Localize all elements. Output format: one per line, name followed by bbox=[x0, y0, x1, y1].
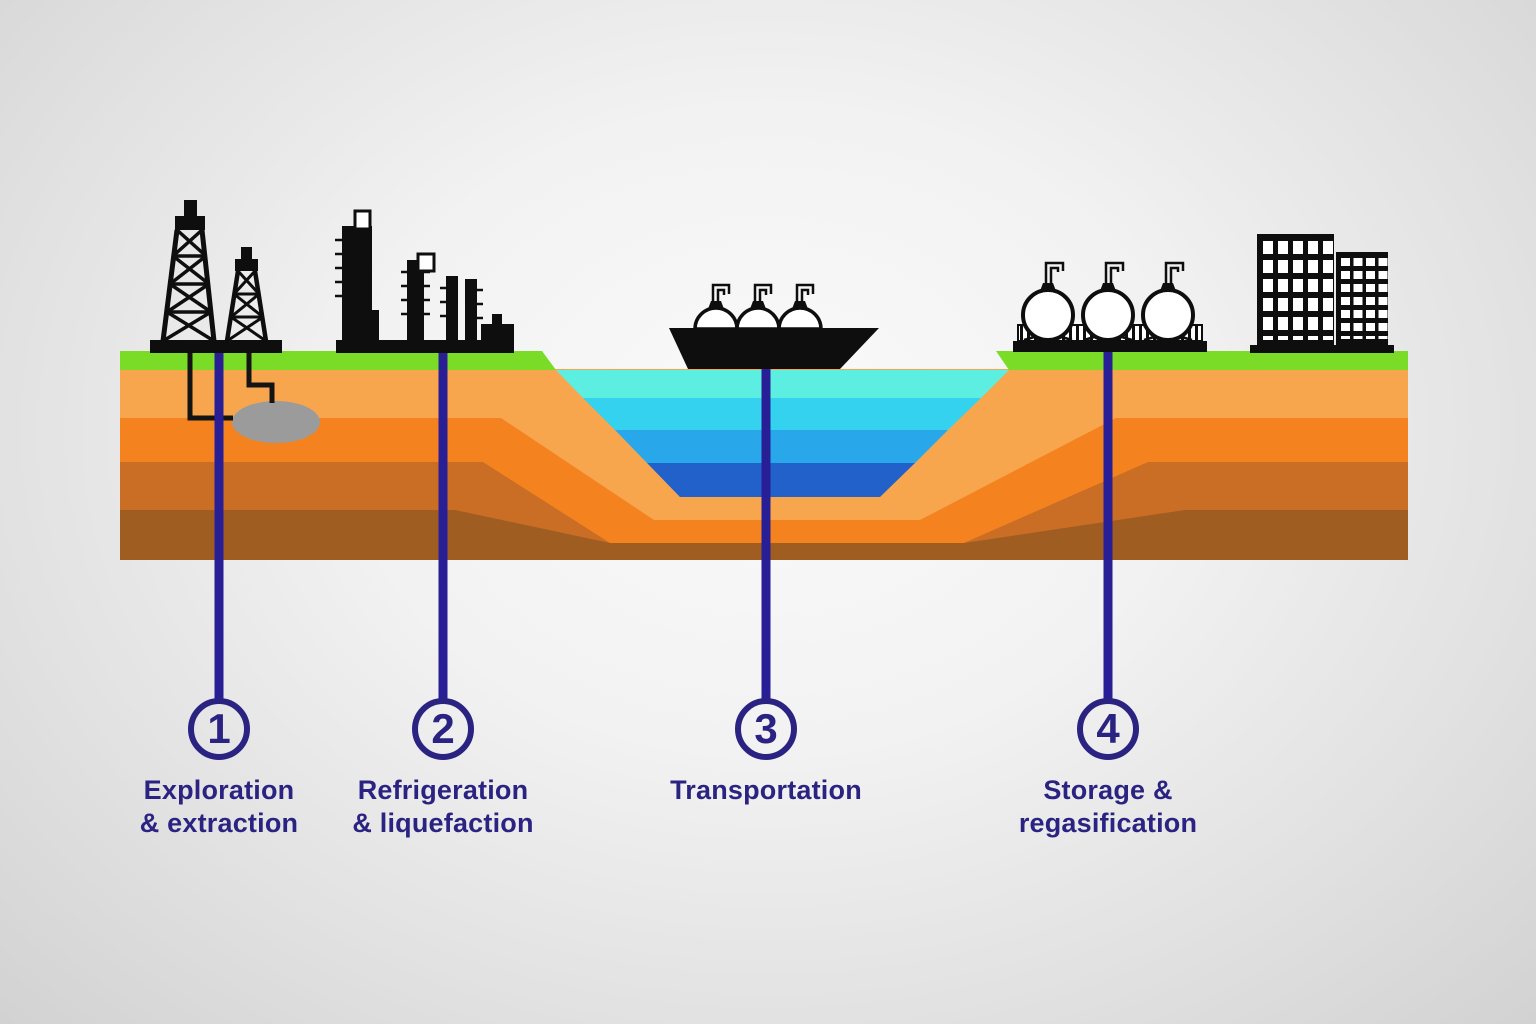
stage-number: 1 bbox=[207, 705, 231, 752]
stage-label-3: Transportation bbox=[670, 775, 862, 805]
stage-number-circle-3: 3 bbox=[735, 698, 797, 760]
stage-number-circle-2: 2 bbox=[412, 698, 474, 760]
gas-reservoir bbox=[232, 401, 320, 443]
refinery-icon bbox=[335, 209, 514, 353]
stage-number: 3 bbox=[754, 705, 778, 752]
storage-tanks-icon bbox=[1013, 261, 1207, 352]
stage-marker-3: 3 Transportation bbox=[626, 698, 906, 807]
stage-label-2: Refrigeration & liquefaction bbox=[352, 775, 534, 838]
stage-marker-4: 4 Storage & regasification bbox=[968, 698, 1248, 840]
oil-derricks-icon bbox=[150, 200, 282, 353]
stage-marker-2: 2 Refrigeration & liquefaction bbox=[303, 698, 583, 840]
stage-label-4: Storage & regasification bbox=[1018, 775, 1198, 838]
stage-marker-1: 1 Exploration & extraction bbox=[79, 698, 359, 840]
stage-number-circle-1: 1 bbox=[188, 698, 250, 760]
sea-water bbox=[556, 370, 1009, 497]
lng-tanker-ship-icon bbox=[669, 283, 879, 369]
stage-label-1: Exploration & extraction bbox=[139, 775, 299, 838]
stage-number-circle-4: 4 bbox=[1077, 698, 1139, 760]
stage-number: 4 bbox=[1096, 705, 1120, 752]
stage-number: 2 bbox=[431, 705, 455, 752]
city-buildings-icon bbox=[1250, 234, 1394, 353]
